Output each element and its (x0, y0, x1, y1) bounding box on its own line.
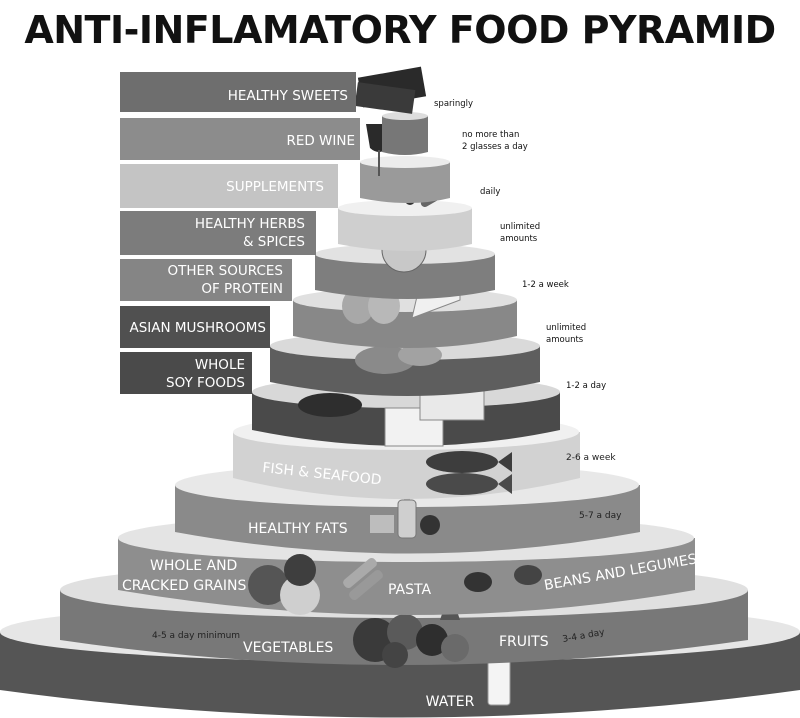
tier-label-healthy-sweets: HEALTHY SWEETS sparingly (120, 72, 473, 112)
svg-text:amounts: amounts (546, 335, 584, 345)
tier-label-soy: WHOLE SOY FOODS 1-2 a day (120, 352, 606, 394)
fish-icon (426, 451, 512, 495)
svg-text:daily: daily (480, 187, 500, 197)
grains-icon (248, 554, 320, 615)
tier-label-supplements: SUPPLEMENTS daily (120, 164, 500, 208)
svg-text:OTHER SOURCES: OTHER SOURCES (167, 263, 283, 279)
svg-text:amounts: amounts (500, 234, 538, 244)
svg-text:HEALTHY SWEETS: HEALTHY SWEETS (228, 88, 348, 104)
fish-note: 2-6 a week (566, 453, 616, 463)
svg-text:OF PROTEIN: OF PROTEIN (201, 281, 283, 297)
water-glass-icon (487, 659, 511, 706)
oil-bottle-icon (370, 486, 440, 539)
pasta-icon (343, 557, 383, 601)
tier-sweets-cylinder (354, 66, 428, 155)
svg-text:no more than: no more than (462, 130, 519, 140)
tier-grains: WHOLE AND CRACKED GRAINS PASTA BEANS AND… (118, 514, 698, 615)
svg-text:1-2 a week: 1-2 a week (522, 280, 569, 290)
svg-text:sparingly: sparingly (434, 99, 473, 109)
upper-tier-labels: HEALTHY SWEETS sparingly RED WINE no mor… (120, 72, 606, 394)
pasta-label: PASTA (388, 582, 431, 598)
fruits-label: FRUITS (499, 634, 549, 650)
tier-label-protein: OTHER SOURCES 1-2 a week OF PROTEIN 1-2 … (120, 259, 569, 301)
svg-text:ASIAN MUSHROOMS: ASIAN MUSHROOMS (129, 320, 266, 336)
grains-label-line2: CRACKED GRAINS (122, 578, 246, 594)
tier-label-mushrooms: ASIAN MUSHROOMS unlimited amounts (120, 306, 586, 348)
edamame-icon (298, 393, 362, 417)
tier-supplements-cylinder (338, 179, 472, 251)
pyramid-title: ANTI-INFLAMATORY FOOD PYRAMID (24, 8, 776, 52)
svg-text:SOY FOODS: SOY FOODS (166, 375, 245, 391)
fats-note: 5-7 a day (579, 511, 622, 521)
svg-text:unlimited: unlimited (500, 222, 540, 232)
svg-text:SUPPLEMENTS: SUPPLEMENTS (226, 179, 324, 195)
svg-text:HEALTHY HERBS: HEALTHY HERBS (195, 216, 305, 232)
svg-text:unlimited: unlimited (546, 323, 586, 333)
grains-label-line1: WHOLE AND (150, 558, 237, 574)
fats-label: HEALTHY FATS (248, 521, 348, 537)
svg-text:RED WINE: RED WINE (286, 133, 355, 149)
svg-text:1-2 a day: 1-2 a day (566, 381, 606, 391)
tier-label-herbs: HEALTHY HERBS & SPICES unlimited amounts (120, 211, 540, 255)
vegetables-note: 4-5 a day minimum (152, 631, 240, 641)
beans-icon (464, 565, 542, 592)
water-label: WATER (426, 694, 475, 710)
svg-text:& SPICES: & SPICES (243, 234, 305, 250)
svg-text:WHOLE: WHOLE (195, 357, 245, 373)
tier-label-red-wine: RED WINE no more than 2 glasses a day (120, 118, 528, 160)
vegetables-label: VEGETABLES (243, 640, 333, 656)
svg-text:2 glasses a day: 2 glasses a day (462, 142, 528, 152)
